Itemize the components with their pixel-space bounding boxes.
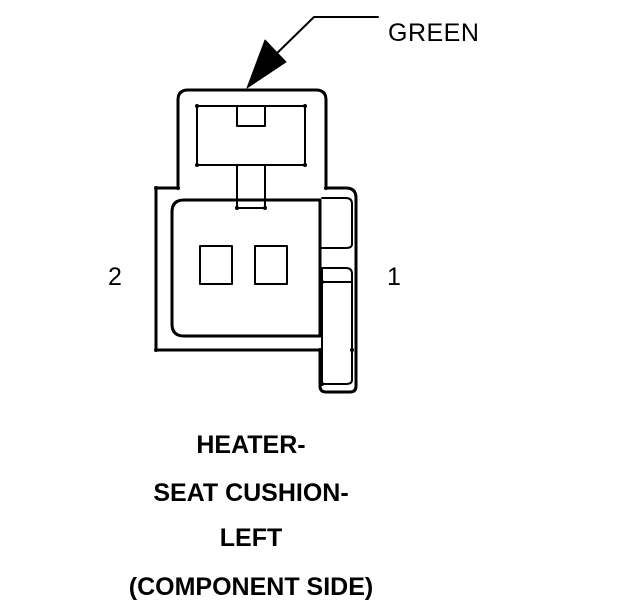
leader-line	[269, 16, 379, 61]
lock-tab-upper	[321, 197, 353, 249]
leader-arrowhead	[246, 39, 287, 89]
caption-line-3: LEFT	[219, 524, 283, 552]
caption-line-1: HEATER-	[196, 431, 306, 459]
caption-line-2: SEAT CUSHION-	[153, 479, 349, 507]
top-latch-slot	[236, 105, 266, 127]
pin-cavity-2	[199, 245, 233, 285]
lock-tab-lower	[321, 267, 353, 385]
pin-number-2: 2	[108, 263, 122, 291]
connector-outer-shell	[154, 88, 358, 394]
connector-inner-body	[170, 198, 322, 338]
caption-line-4: (COMPONENT SIDE)	[128, 573, 374, 601]
vertex-dots	[154, 104, 354, 386]
pin-number-1: 1	[387, 263, 401, 291]
wire-color-label: GREEN	[388, 19, 480, 47]
pin-cavity-1	[254, 245, 288, 285]
